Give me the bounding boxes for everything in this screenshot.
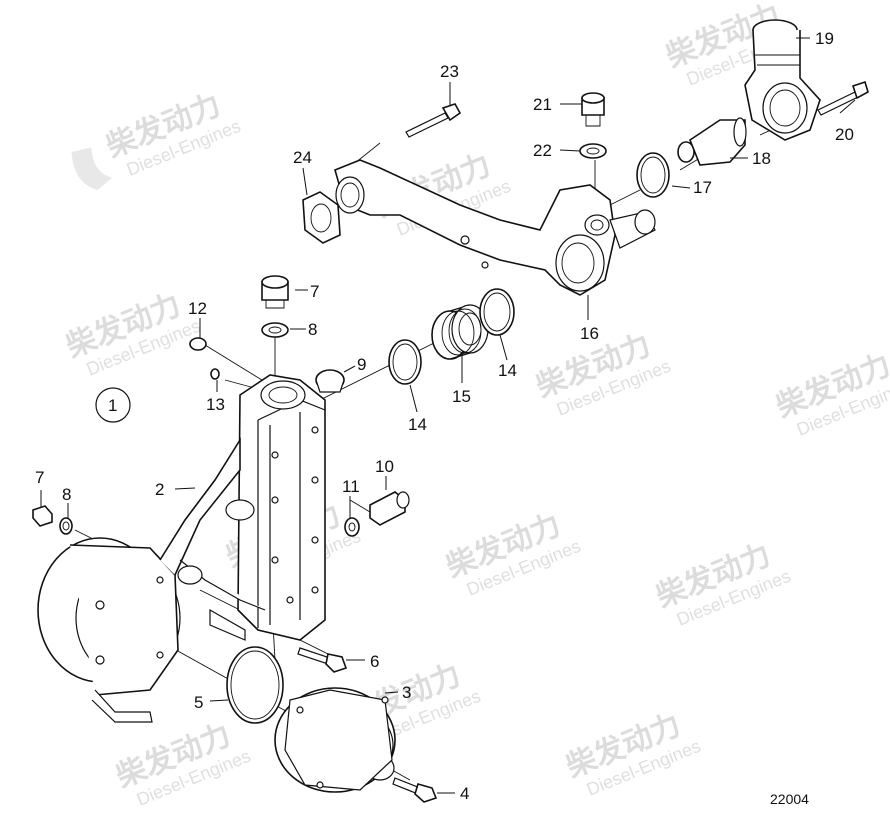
washer-11: [344, 517, 360, 537]
o-ring-12: [189, 337, 207, 351]
watermark-11: 柴发动力 Diesel-Engines: [561, 708, 703, 800]
watermark-5: 柴发动力 Diesel-Engines: [531, 328, 673, 420]
callout-23: 23: [440, 62, 459, 81]
callout-3: 3: [402, 683, 411, 702]
watermark-1: 柴发动力 Diesel-Engines: [71, 88, 243, 191]
bolt-6: [297, 647, 348, 673]
thermostat-18: [677, 117, 747, 166]
callout-7-upper: 7: [310, 282, 319, 301]
seal-14-right: [479, 288, 515, 336]
watermark-4: 柴发动力 Diesel-Engines: [61, 288, 203, 380]
callout-21: 21: [533, 95, 552, 114]
callout-22: 22: [533, 141, 552, 160]
thermostat-housing-16: [334, 159, 656, 296]
callout-13: 13: [206, 395, 225, 414]
washer-22: [579, 143, 607, 159]
sleeve-15: [431, 304, 489, 360]
callout-8-upper: 8: [308, 320, 317, 339]
plug-7-upper: [261, 275, 289, 309]
cap-9: [315, 369, 345, 393]
callout-20: 20: [835, 125, 854, 144]
callout-6: 6: [370, 652, 379, 671]
bolt-23: [405, 103, 462, 138]
sensor-10: [369, 491, 410, 526]
plug-21: [581, 92, 605, 127]
callout-14-left: 14: [408, 415, 427, 434]
outlet-elbow-19: [744, 19, 821, 141]
washer-8-upper: [261, 322, 289, 338]
coolant-pump-housing: [37, 374, 326, 723]
assembly-circle: [95, 387, 131, 423]
bolt-4: [392, 777, 438, 803]
callout-15: 15: [452, 387, 471, 406]
callout-7-lower: 7: [35, 468, 44, 487]
water-pump: [274, 687, 396, 793]
callout-19: 19: [815, 29, 834, 48]
callout-17: 17: [693, 178, 712, 197]
callout-9: 9: [357, 355, 366, 374]
bolt-20: [817, 80, 869, 116]
callout-labels: 1 2 3 4 5 6 7 7 8 8 9 10 11 12 13 14 14 …: [35, 29, 854, 807]
callout-5: 5: [194, 693, 203, 712]
callout-12: 12: [188, 299, 207, 318]
drawing-number: 22004: [770, 791, 809, 807]
callout-4: 4: [460, 784, 469, 803]
watermark-9: 柴发动力 Diesel-Engines: [651, 538, 793, 630]
watermark-8: 柴发动力 Diesel-Engines: [441, 508, 583, 600]
callout-18: 18: [752, 149, 771, 168]
o-ring-5: [226, 646, 284, 724]
gasket-24: [302, 191, 341, 244]
callout-11: 11: [342, 477, 360, 496]
watermark-6: 柴发动力 Diesel-Engines: [771, 348, 890, 440]
callout-14-right: 14: [498, 361, 517, 380]
callout-10: 10: [375, 457, 394, 476]
callout-16: 16: [580, 324, 599, 343]
callout-24: 24: [293, 148, 312, 167]
washer-8-lower: [59, 517, 73, 535]
callout-8-lower: 8: [62, 485, 71, 504]
leader-lines: [40, 37, 856, 794]
o-ring-13: [210, 368, 220, 380]
plug-7-lower: [32, 505, 53, 527]
seal-14-left: [388, 339, 422, 385]
assembly-number: 1: [108, 396, 117, 415]
callout-2: 2: [155, 480, 164, 499]
watermark-12: 柴发动力 Diesel-Engines: [111, 718, 253, 810]
o-ring-17: [636, 152, 670, 198]
